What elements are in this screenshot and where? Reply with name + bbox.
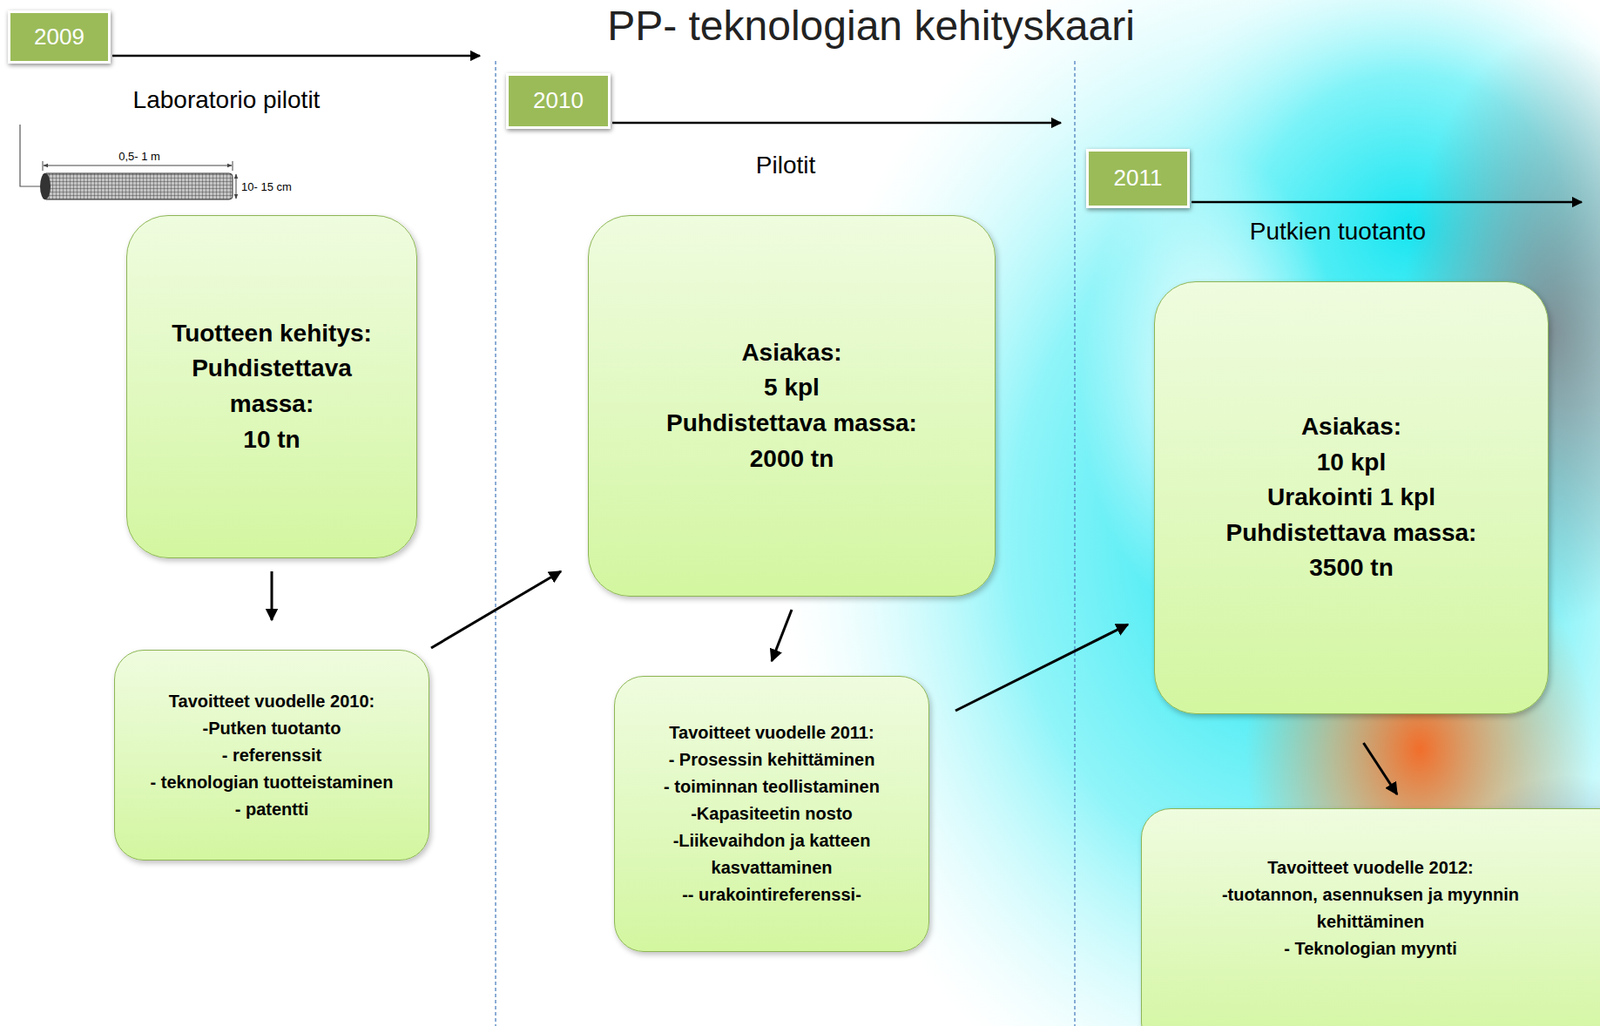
text-block: 2010 <box>533 87 584 115</box>
text-block: Asiakas:5 kplPuhdistettava massa:2000 tn <box>666 335 918 477</box>
box-text: - teknologian tuotteistaminen <box>150 769 394 797</box>
box-text: - referenssit <box>150 742 394 770</box>
timeline-arrow <box>112 54 480 58</box>
goal-box: Tavoitteet vuodelle 2011:- Prosessin keh… <box>614 675 930 952</box>
box-text: Tavoitteet vuodelle 2010: <box>150 688 394 716</box>
box-text: Urakointi 1 kpl <box>1226 479 1478 516</box>
box-text: - patentti <box>150 796 394 824</box>
year-text: 2009 <box>33 23 85 51</box>
stage-box: Tuotteen kehitys:Puhdistettava massa:10 … <box>126 215 418 559</box>
dimension-tick <box>232 161 234 171</box>
timeline-arrow <box>1191 201 1582 204</box>
stage-box: Asiakas:5 kplPuhdistettava massa:2000 tn <box>587 215 996 597</box>
box-text: -Kapasiteetin nosto <box>641 800 903 828</box>
year-divider <box>1073 60 1075 1026</box>
box-text: Tuotteen kehitys: <box>171 316 372 352</box>
box-text: 3500 tn <box>1226 550 1478 587</box>
flow-arrow <box>1363 742 1398 795</box>
year-text: 2010 <box>533 87 584 115</box>
text-block: 2011 <box>1113 164 1163 192</box>
year-tag: 2011 <box>1086 148 1190 209</box>
text-block: Asiakas:10 kplUrakointi 1 kplPuhdistetta… <box>1226 409 1478 587</box>
stage-box: Asiakas:10 kplUrakointi 1 kplPuhdistetta… <box>1154 281 1549 715</box>
box-text: Asiakas: <box>1226 409 1478 446</box>
dimension-tick <box>42 161 44 171</box>
dimension-label: 10- 15 cm <box>241 180 292 194</box>
box-text: 10 tn <box>171 422 372 459</box>
text-block: 2009 <box>33 23 85 51</box>
flow-arrow <box>270 571 274 621</box>
year-divider <box>494 60 496 1026</box>
box-text: Asiakas: <box>666 335 918 372</box>
dimension-line <box>43 165 232 167</box>
text-block: Tuotteen kehitys:Puhdistettava massa:10 … <box>171 316 372 458</box>
dimension-label: 0,5- 1 m <box>118 149 161 163</box>
box-text: -tuotannon, asennuksen ja myynnin kehitt… <box>1179 881 1563 936</box>
support-line <box>20 124 43 187</box>
year-tag: 2009 <box>7 10 111 64</box>
box-text: -Putken tuotanto <box>150 715 394 743</box>
phase-label: Pilotit <box>756 151 816 180</box>
flow-arrow <box>955 624 1128 711</box>
box-text: Puhdistettava massa: <box>171 351 372 422</box>
phase-label: Putkien tuotanto <box>1249 217 1426 246</box>
text-block: Tavoitteet vuodelle 2011:- Prosessin keh… <box>641 719 903 909</box>
pipe-body <box>42 173 233 200</box>
timeline-arrow <box>612 121 1061 125</box>
box-text: 5 kpl <box>666 370 918 406</box>
box-text: Tavoitteet vuodelle 2011: <box>641 719 903 747</box>
goal-box: Tavoitteet vuodelle 2010:-Putken tuotant… <box>114 649 430 861</box>
phase-label: Laboratorio pilotit <box>133 86 321 115</box>
year-tag: 2010 <box>506 73 611 129</box>
text-block: Tavoitteet vuodelle 2010:-Putken tuotant… <box>150 688 394 824</box>
box-text: - toiminnan teollistaminen <box>641 773 903 801</box>
box-text: Puhdistettava massa: <box>666 405 918 442</box>
slide-title: PP- teknologian kehityskaari <box>607 1 1135 50</box>
box-text: Puhdistettava massa: <box>1226 515 1478 552</box>
box-text: 2000 tn <box>666 441 918 478</box>
box-text: 10 kpl <box>1226 445 1478 481</box>
box-text: - Prosessin kehittäminen <box>641 746 903 774</box>
box-text: Tavoitteet vuodelle 2012: <box>1179 854 1563 882</box>
box-text: - Teknologian myynti <box>1179 935 1563 963</box>
pipe-end <box>40 173 51 200</box>
text-block: Tavoitteet vuodelle 2012:-tuotannon, ase… <box>1179 854 1563 963</box>
flow-arrow <box>771 609 792 662</box>
year-text: 2011 <box>1113 164 1163 192</box>
goal-box: Tavoitteet vuodelle 2012:-tuotannon, ase… <box>1140 808 1600 1026</box>
flow-arrow <box>431 571 561 649</box>
box-text: -Liikevaihdon ja katteen kasvattaminen <box>641 827 903 882</box>
box-text: -- urakointireferenssi- <box>641 881 903 909</box>
pipe-illustration <box>20 124 237 200</box>
dimension-line <box>236 174 237 199</box>
